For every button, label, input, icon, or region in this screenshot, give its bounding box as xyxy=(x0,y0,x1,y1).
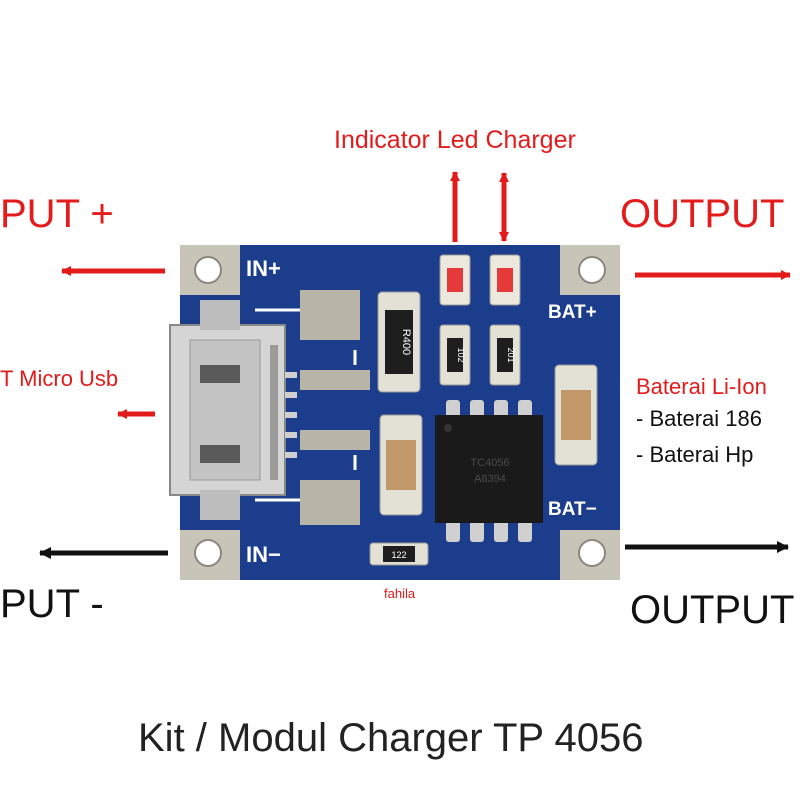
ic-tp4056 xyxy=(435,415,543,523)
svg-text:R400: R400 xyxy=(400,329,412,355)
watermark: fahila xyxy=(384,586,416,601)
silk-in-minus: IN− xyxy=(246,542,281,567)
svg-text:TC4056: TC4056 xyxy=(470,457,509,469)
svg-text:A8394: A8394 xyxy=(474,473,506,485)
svg-text:102: 102 xyxy=(456,347,466,362)
input-minus-label: PUT - xyxy=(0,582,104,626)
silk-bat-minus: BAT− xyxy=(548,499,597,520)
battery-item-1: - Baterai 186 xyxy=(636,406,762,431)
svg-text:201: 201 xyxy=(506,347,516,362)
silk-in-plus: IN+ xyxy=(246,256,281,281)
silk-bat-plus: BAT+ xyxy=(548,302,597,323)
svg-text:122: 122 xyxy=(391,550,406,560)
battery-title-label: Baterai Li-Ion xyxy=(636,374,767,399)
output-minus-label: OUTPUT xyxy=(630,588,795,632)
input-plus-label: PUT + xyxy=(0,192,114,236)
micro-usb-label: T Micro Usb xyxy=(0,366,119,391)
battery-item-2: - Baterai Hp xyxy=(636,442,754,467)
output-plus-label: OUTPUT xyxy=(620,192,785,236)
indicator-led-label: Indicator Led Charger xyxy=(334,126,576,154)
caption-title: Kit / Modul Charger TP 4056 xyxy=(138,716,644,760)
